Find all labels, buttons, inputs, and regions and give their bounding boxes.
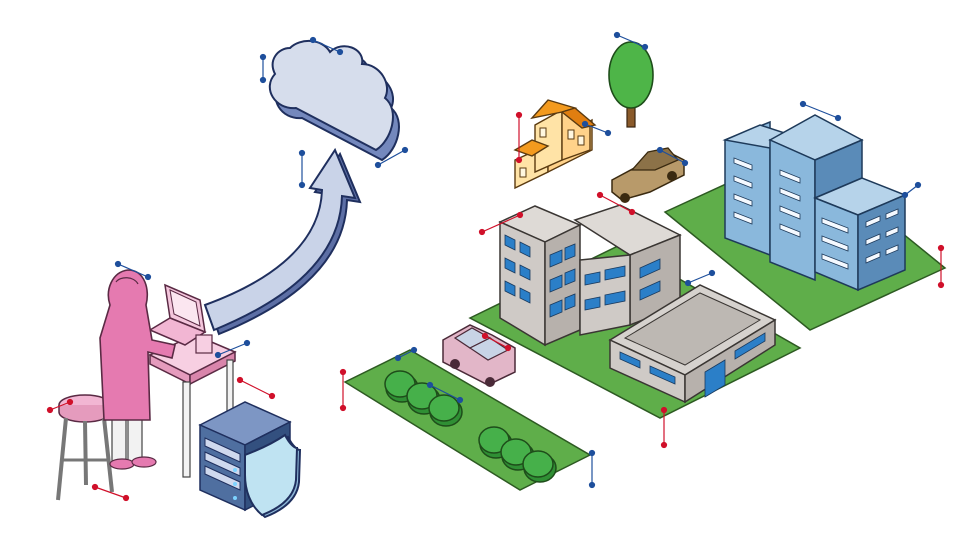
hedge-row-icon <box>384 370 557 483</box>
shield-icon <box>244 433 302 519</box>
low-building-icon <box>608 284 777 404</box>
selection-handles <box>46 31 945 502</box>
house-icon <box>513 99 597 190</box>
cloud-icon <box>268 40 400 162</box>
person-working-icon <box>99 269 176 470</box>
tree-icon <box>608 41 654 128</box>
laptop-icon <box>148 283 213 354</box>
tall-building-icon <box>722 114 907 292</box>
desk-icon <box>148 334 237 478</box>
office-building-icon <box>498 204 682 347</box>
upload-arrow-icon <box>203 147 362 336</box>
car-icon <box>442 324 516 387</box>
